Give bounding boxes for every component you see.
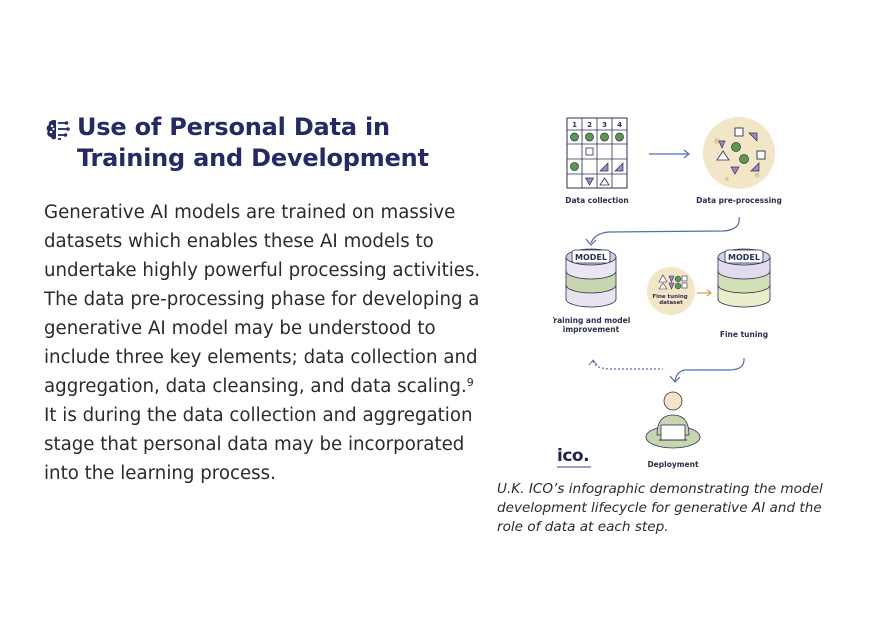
label-data-collection: Data collection: [565, 196, 628, 205]
grid-header-2: 2: [587, 121, 592, 129]
fine-tuning-dataset-circle: Fine tuning dataset: [647, 267, 695, 315]
label-training-line-2: improvement: [563, 325, 620, 334]
lifecycle-infographic: 1 2 3 4 Data collection Data pre-pro: [553, 117, 782, 469]
page-title: Use of Personal Data in Training and Dev…: [77, 112, 477, 174]
curved-arrow-icon: [585, 216, 740, 246]
model-stack-fine-tuning: MODEL: [717, 248, 771, 308]
ico-logo: ico.: [557, 446, 590, 466]
label-data-preprocessing: Data pre-processing: [696, 196, 782, 205]
body-paragraph: Generative AI models are trained on mass…: [44, 198, 484, 488]
title-line-1: Use of Personal Data in: [77, 113, 390, 141]
title-line-2: Training and Development: [77, 144, 429, 172]
ico-logo-underline: [557, 466, 591, 468]
data-preprocessing-circle: [703, 117, 775, 189]
body-text-part-2: It is during the data collection and agg…: [44, 405, 473, 484]
arrow-right-icon: [649, 149, 690, 159]
label-fine-tuning: Fine tuning: [720, 330, 768, 339]
label-training-line: Training and model improvement: [553, 316, 633, 334]
label-training: Training and model: [553, 316, 630, 325]
model-label-training: MODEL: [575, 253, 607, 262]
label-deployment: Deployment: [647, 460, 699, 469]
data-collection-grid: 1 2 3 4: [566, 117, 628, 189]
footnote-marker: 9: [466, 376, 474, 389]
body-text-part-1: Generative AI models are trained on mass…: [44, 202, 481, 397]
dotted-arrow-icon: [588, 357, 745, 383]
brain-circuit-icon: [46, 120, 70, 140]
grid-header-3: 3: [602, 121, 607, 129]
grid-header-1: 1: [572, 121, 577, 129]
figure-caption: U.K. ICO’s infographic demonstrating the…: [497, 481, 823, 535]
model-stack-training: MODEL: [565, 248, 617, 308]
arrow-right-icon-2: [697, 289, 712, 297]
model-label-fine-tuning: MODEL: [728, 253, 760, 262]
grid-header-4: 4: [617, 121, 622, 129]
fine-tuning-dataset-label: Fine tuning dataset: [652, 294, 689, 306]
fine-tuning-dataset-text: Fine tuning: [652, 294, 687, 300]
fine-tuning-dataset-text-2: dataset: [659, 300, 683, 306]
deployment-person-icon: [645, 391, 701, 449]
